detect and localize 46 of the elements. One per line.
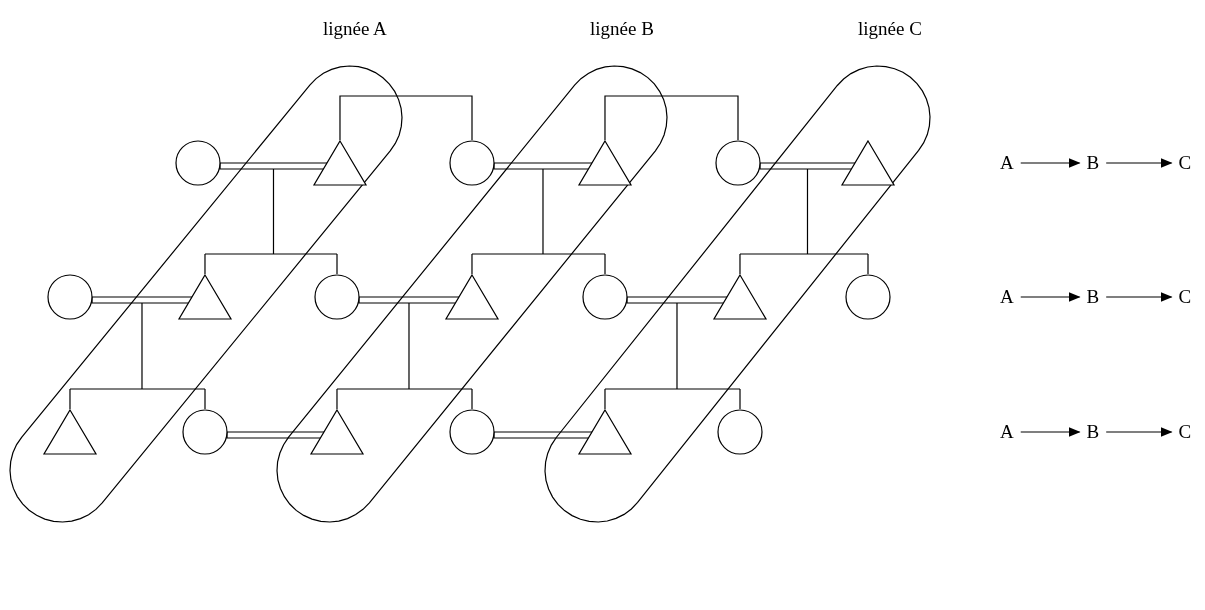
triangle-symbol bbox=[713, 274, 767, 320]
letter-label: A bbox=[1000, 286, 1014, 308]
arrow bbox=[1020, 427, 1081, 437]
letter-label: C bbox=[1178, 152, 1192, 174]
marriage-line bbox=[493, 431, 593, 439]
circle-symbol bbox=[582, 274, 628, 320]
loop-heading: lignée B bbox=[590, 18, 654, 40]
sibling-line bbox=[604, 95, 739, 141]
circle-symbol bbox=[845, 274, 891, 320]
circle-symbol bbox=[449, 140, 495, 186]
letter-label: B bbox=[1086, 152, 1100, 174]
arrow bbox=[1105, 427, 1173, 437]
triangle-symbol bbox=[578, 409, 632, 455]
triangle-symbol bbox=[578, 140, 632, 186]
descent-line bbox=[604, 296, 741, 410]
circle-symbol bbox=[717, 409, 763, 455]
arrow bbox=[1105, 158, 1173, 168]
triangle-symbol bbox=[310, 409, 364, 455]
triangle-symbol bbox=[841, 140, 895, 186]
triangle-symbol bbox=[445, 274, 499, 320]
letter-label: C bbox=[1178, 421, 1192, 443]
letter-label: C bbox=[1178, 286, 1192, 308]
loop-heading: lignée A bbox=[323, 18, 387, 40]
descent-line bbox=[471, 162, 606, 275]
circle-symbol bbox=[715, 140, 761, 186]
letter-label: A bbox=[1000, 152, 1014, 174]
arrow bbox=[1020, 292, 1081, 302]
arrow bbox=[1105, 292, 1173, 302]
letter-label: B bbox=[1086, 421, 1100, 443]
circle-symbol bbox=[47, 274, 93, 320]
triangle-symbol bbox=[178, 274, 232, 320]
loop-heading: lignée C bbox=[858, 18, 922, 40]
marriage-line bbox=[226, 431, 325, 439]
letter-label: B bbox=[1086, 286, 1100, 308]
circle-symbol bbox=[314, 274, 360, 320]
sibling-line bbox=[339, 95, 473, 141]
descent-line bbox=[204, 162, 338, 275]
descent-line bbox=[336, 296, 473, 410]
descent-line bbox=[69, 296, 206, 410]
circle-symbol bbox=[449, 409, 495, 455]
triangle-symbol bbox=[43, 409, 97, 455]
arrow bbox=[1020, 158, 1081, 168]
circle-symbol bbox=[175, 140, 221, 186]
circle-symbol bbox=[182, 409, 228, 455]
letter-label: A bbox=[1000, 421, 1014, 443]
triangle-symbol bbox=[313, 140, 367, 186]
